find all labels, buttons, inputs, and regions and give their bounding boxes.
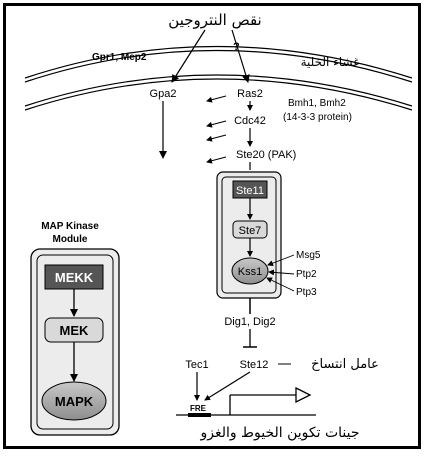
bmh-arrow-2	[206, 120, 227, 128]
module-title-line1: MAP Kinase	[41, 221, 99, 232]
bmh-arrow-1	[206, 95, 227, 103]
ras2-label: Ras2	[237, 88, 263, 100]
gpa2-label: Gpa2	[150, 88, 177, 100]
ste11-label: Ste11	[236, 185, 264, 197]
gpr1-mep2-label: Gpr1, Mep2	[92, 52, 147, 63]
ste12-to-fre-arrow	[204, 371, 251, 401]
tec1-label: Tec1	[185, 359, 208, 371]
bmh-label: Bmh1, Bmh2	[288, 98, 346, 109]
mekk-box	[44, 264, 104, 290]
ste12-label: Ste12	[240, 359, 269, 371]
ptp2-arrow	[268, 269, 295, 276]
ptp3-label: Ptp3	[296, 287, 317, 298]
ptp2-label: Ptp2	[296, 269, 317, 280]
msg5-label: Msg5	[296, 250, 321, 261]
ste7-label: Ste7	[239, 225, 262, 237]
ptp3-arrow	[266, 277, 295, 292]
nitrogen-starvation-title: نقص النتروجين	[168, 11, 261, 29]
mapk-oval	[41, 381, 107, 421]
bmh-note-label: (14-3-3 protein)	[283, 112, 352, 123]
arrow-to-ras2	[231, 29, 250, 83]
arrow-to-gpa2	[171, 29, 206, 83]
module-title-line2: Module	[53, 234, 88, 245]
transcription-factor-label: عامل انتساخ	[311, 357, 379, 372]
bmh-arrow-4	[206, 156, 227, 164]
kss1-label: Kss1	[238, 266, 262, 278]
filamentation-genes-label: جينات تكوين الخيوط والغزو	[199, 425, 359, 441]
cell-membrane	[24, 45, 413, 111]
msg5-arrow	[267, 254, 295, 267]
transcription-start-arrowhead	[295, 386, 312, 404]
dig-label: Dig1, Dig2	[224, 316, 275, 328]
unknown-receptor-label: ?	[233, 41, 240, 53]
fre-label: FRE	[190, 404, 207, 413]
kss1-oval	[231, 257, 269, 285]
mekk-label: MEKK	[55, 270, 94, 285]
mek-label: MEK	[60, 323, 90, 338]
bmh-arrow-3	[206, 134, 227, 142]
mapk-label: MAPK	[55, 394, 94, 409]
ste20-label: Ste20 (PAK)	[236, 149, 296, 161]
cdc42-label: Cdc42	[234, 115, 266, 127]
membrane-label: غشاء الخلية	[301, 55, 360, 69]
